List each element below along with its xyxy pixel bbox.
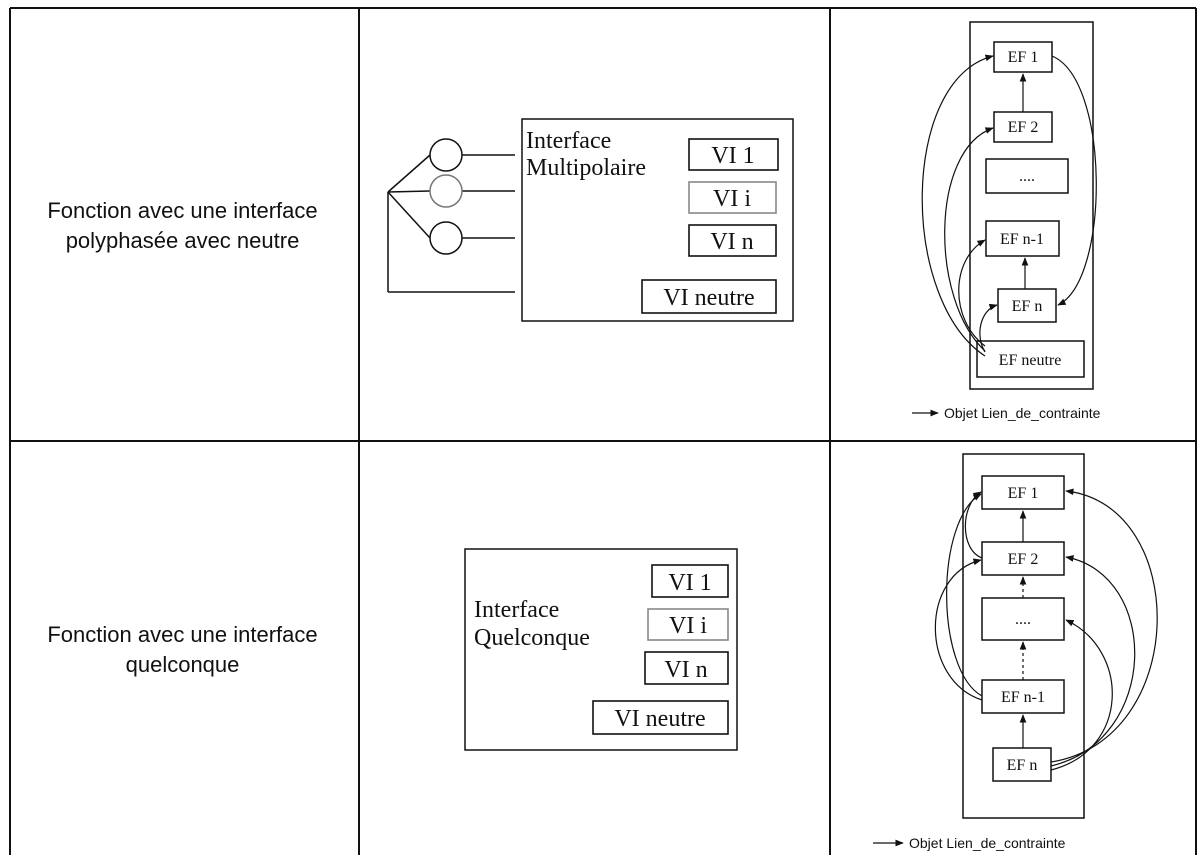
- ef-node: EF n-1: [1001, 689, 1045, 706]
- ef-node-ellipsis: ....: [1015, 611, 1031, 628]
- ef-container: [962, 453, 1085, 819]
- ef-node: EF 1: [1008, 49, 1039, 66]
- phase-wiring: [387, 154, 515, 293]
- vi-box-i: VI i: [669, 613, 707, 639]
- table-grid: [9, 7, 1197, 855]
- function-label-line: polyphasée avec neutre: [65, 228, 300, 253]
- ef-node: EF n: [1007, 757, 1038, 774]
- function-label-line: quelconque: [125, 652, 240, 677]
- constraint-links: [921, 54, 1097, 357]
- row-2-interface-diagram: Interface Quelconque VI 1 VI i VI n VI n…: [464, 548, 738, 751]
- ef-node-neutre: EF neutre: [999, 352, 1062, 369]
- interface-title-line-2: Quelconque: [474, 625, 590, 651]
- function-label-line: Fonction avec une interface: [47, 198, 318, 223]
- function-label-line: Fonction avec une interface: [47, 622, 318, 647]
- interface-title-line-1: Interface: [526, 128, 611, 154]
- row-1-interface-diagram: Interface Multipolaire VI 1 VI i VI n VI…: [387, 118, 794, 322]
- vi-box-i: VI i: [713, 186, 751, 212]
- vi-box-n: VI n: [710, 229, 753, 255]
- row-1-function-label: Fonction avec une interface polyphasée a…: [10, 196, 355, 256]
- legend-label: Objet Lien_de_contrainte: [944, 405, 1101, 421]
- row-1-ef-chain: EF 1 EF 2 .... EF n-1 EF n EF neutre Obj…: [912, 21, 1101, 421]
- vi-box-1: VI 1: [668, 570, 711, 596]
- ef-container: [969, 21, 1094, 390]
- vi-box-neutre: VI neutre: [663, 285, 754, 311]
- ef-node: EF 2: [1008, 551, 1039, 568]
- constraint-links: [934, 488, 1158, 771]
- phase-circle-n: [429, 221, 463, 255]
- interface-title-line-1: Interface: [474, 597, 559, 623]
- ef-node: EF 2: [1008, 119, 1039, 136]
- row-2-function-label: Fonction avec une interface quelconque: [10, 620, 355, 680]
- vi-box-1: VI 1: [711, 143, 754, 169]
- vi-box-neutre: VI neutre: [614, 706, 705, 732]
- ef-node-ellipsis: ....: [1019, 168, 1035, 185]
- interface-title-line-2: Multipolaire: [526, 155, 646, 181]
- legend-label: Objet Lien_de_contrainte: [909, 835, 1066, 851]
- vi-box-n: VI n: [664, 657, 707, 683]
- phase-circle-i: [429, 174, 463, 208]
- ef-node: EF 1: [1008, 485, 1039, 502]
- phase-circle-1: [429, 138, 463, 172]
- ef-node: EF n: [1012, 298, 1043, 315]
- row-2-ef-chain: EF 1 EF 2 .... EF n-1 EF n Objet Lien_de…: [873, 453, 1158, 851]
- ef-node: EF n-1: [1000, 231, 1044, 248]
